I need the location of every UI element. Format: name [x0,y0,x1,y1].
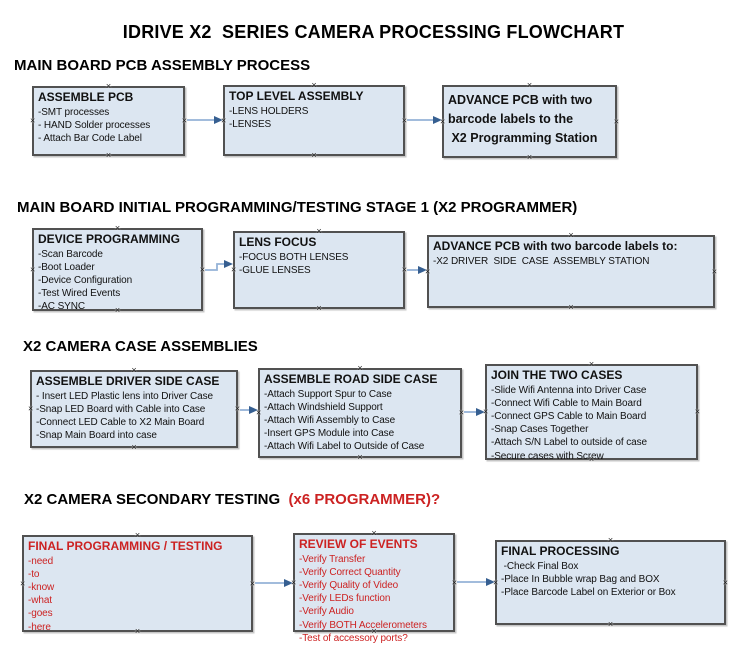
section-heading-case-assemblies: X2 CAMERA CASE ASSEMBLIES [23,338,258,355]
connection-handle-icon: × [607,619,614,629]
section-heading-initial-programming: MAIN BOARD INITIAL PROGRAMMING/TESTING S… [17,199,578,216]
box-item: -know [28,581,55,593]
box-item: -Attach S/N Label to outside of case [491,437,647,449]
box-item-list: -X2 DRIVER SIDE CASE ASSEMBLY STATION [429,255,713,268]
section-heading-secondary-testing: X2 CAMERA SECONDARY TESTING (x6 PROGRAMM… [24,491,441,508]
box-item: -Scan Barcode [38,248,103,260]
box-title: FINAL PROGRAMMING / TESTING [28,539,223,553]
box-item-list: -FOCUS BOTH LENSES-GLUE LENSES [235,251,403,277]
box-item: - Insert LED Plastic lens into Driver Ca… [36,390,213,402]
box-item: -Test Wired Events [38,288,121,300]
connection-handle-icon: × [105,150,112,160]
box-item: -Slide Wifi Antenna into Driver Case [491,384,647,396]
box-item: barcode labels to the [448,111,574,126]
box-item: -Check Final Box [501,560,579,572]
box-device-programming: DEVICE PROGRAMMING -Scan Barcode-Boot Lo… [30,224,205,315]
box-final-processing: FINAL PROCESSING -Check Final Box-Place … [493,536,728,629]
box-item-list: -Check Final Box-Place In Bubble wrap Ba… [497,560,724,600]
connection-handle-icon: × [357,452,363,462]
box-item: -Place Barcode Label on Exterior or Box [501,586,676,598]
box-item-list: -Scan Barcode-Boot Loader-Device Configu… [34,248,201,314]
section-heading-pcb-assembly: MAIN BOARD PCB ASSEMBLY PROCESS [14,57,311,74]
box-title: FINAL PROCESSING [501,544,620,558]
box-review-of-events: REVIEW OF EVENTS -Verify Transfer-Verify… [291,529,457,644]
connection-handle-icon: × [311,150,317,160]
connection-handle-icon: × [711,266,717,276]
connection-handle-icon: × [131,442,137,452]
box-item-list: -LENS HOLDERS-LENSES [225,105,403,131]
box-item-list: barcode labels to the X2 Programming Sta… [444,110,615,148]
box-title: ASSEMBLE ROAD SIDE CASE [264,372,438,386]
box-item: -Snap Cases Together [491,424,589,436]
box-title: ADVANCE PCB with two [448,93,593,107]
box-item: -Secure cases with Screw [491,450,604,462]
connection-handle-icon: × [526,152,533,162]
box-item-list: -need-to-know -what-goes-here [24,555,251,634]
connection-handle-icon: × [316,303,322,313]
box-item: -Snap Main Board into case [36,430,157,442]
box-item: X2 Programming Station [448,130,598,145]
page-title: IDRIVE X2 SERIES CAMERA PROCESSING FLOWC… [122,22,625,42]
box-item: -Verify Transfer [299,553,366,565]
connection-handle-icon: × [568,302,574,312]
box-item: -SMT processes [38,106,110,118]
box-assemble-road-side-case: ASSEMBLE ROAD SIDE CASE -Attach Support … [256,364,464,462]
connection-handle-icon: × [425,266,431,276]
box-item: -Snap LED Board with Cable into Case [36,403,206,415]
box-lens-focus: LENS FOCUS -FOCUS BOTH LENSES-GLUE LENSE… [231,227,407,313]
box-item: -Verify LEDs function [299,593,391,605]
box-item: -Verify Correct Quantity [299,566,401,578]
box-title: TOP LEVEL ASSEMBLY [229,89,364,103]
box-item: -FOCUS BOTH LENSES [239,251,349,263]
box-item: - HAND Solder processes [38,119,151,131]
box-item: -Verify BOTH Accelerometers [299,619,427,631]
box-assemble-pcb: ASSEMBLE PCB -SMT processes- HAND Solder… [30,82,187,160]
box-title: DEVICE PROGRAMMING [38,232,181,246]
box-top-level-assembly: TOP LEVEL ASSEMBLY -LENS HOLDERS-LENSES … [221,81,407,160]
box-item: -Connect LED Cable to X2 Main Board [36,416,205,428]
box-title: ADVANCE PCB with two barcode labels to: [433,239,678,253]
box-item: -Connect Wifi Cable to Main Board [491,397,642,409]
box-advance-pcb-programming-station: ADVANCE PCB with two barcode labels to t… [440,81,619,162]
box-item-list: -Verify Transfer-Verify Correct Quantity… [295,553,453,645]
box-item-list: -SMT processes- HAND Solder processes- A… [34,106,183,146]
box-item: -Attach Support Spur to Case [264,388,392,400]
box-final-programming-testing: FINAL PROGRAMMING / TESTING -need-to-kno… [20,531,255,636]
box-item: -what [28,595,52,607]
box-item-list: -Slide Wifi Antenna into Driver Case-Con… [487,384,696,463]
box-title: LENS FOCUS [239,235,317,249]
box-item: -Connect GPS Cable to Main Board [491,410,647,422]
box-item: -Place In Bubble wrap Bag and BOX [501,573,660,585]
box-item-list: - Insert LED Plastic lens into Driver Ca… [32,390,236,443]
box-item: -AC SYNC [38,301,85,313]
box-join-the-two-cases: JOIN THE TWO CASES -Slide Wifi Antenna i… [483,360,700,464]
box-item: -X2 DRIVER SIDE CASE ASSEMBLY STATION [433,255,650,267]
box-assemble-driver-side-case: ASSEMBLE DRIVER SIDE CASE - Insert LED P… [28,366,240,452]
flow-arrow [205,260,233,271]
box-item: -here [28,621,51,633]
box-item: -Insert GPS Module into Case [264,428,395,440]
box-item: -GLUE LENSES [239,264,311,276]
box-item: - Attach Bar Code Label [38,132,142,144]
box-title: ASSEMBLE PCB [38,90,134,104]
box-item: -Attach Windshield Support [264,401,383,413]
box-advance-pcb-driver-side: ADVANCE PCB with two barcode labels to: … [425,231,717,312]
box-item: -to [28,568,40,580]
box-item: -LENS HOLDERS [229,105,309,117]
box-item: -need [28,555,54,567]
box-title: JOIN THE TWO CASES [491,368,623,382]
box-item: -LENSES [229,118,272,130]
box-title: ASSEMBLE DRIVER SIDE CASE [36,374,220,388]
box-item-list: -Attach Support Spur to Case-Attach Wind… [260,388,460,454]
box-item: -Device Configuration [38,274,133,286]
box-item: -Test of accessory ports? [299,632,408,644]
box-item: -goes [28,608,53,620]
box-title: REVIEW OF EVENTS [299,537,418,551]
box-item: -Verify Audio [299,606,354,618]
box-item: -Attach Wifi Assembly to Case [264,414,396,426]
box-item: -Boot Loader [38,261,95,273]
box-item: -Attach Wifi Label to Outside of Case [264,441,425,453]
box-item: -Verify Quality of Video [299,579,399,591]
